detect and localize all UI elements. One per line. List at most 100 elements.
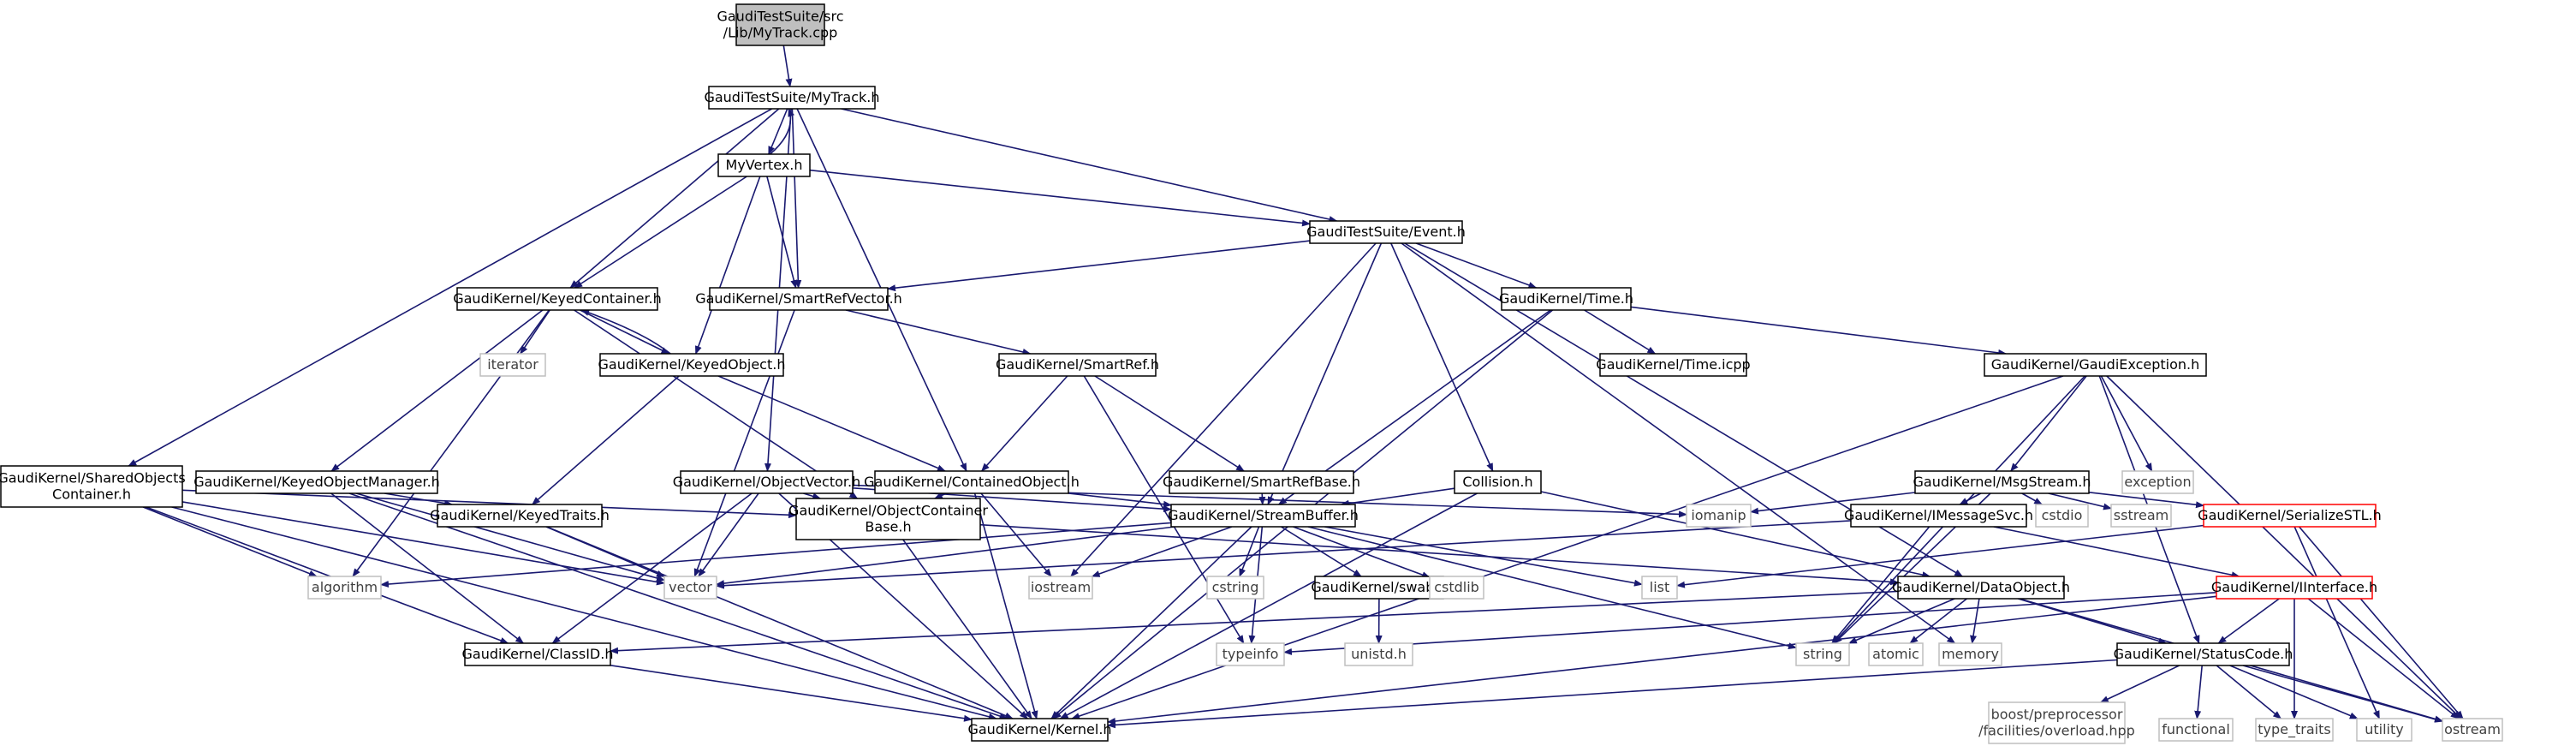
edge-mytrack-to-keyedcontainer bbox=[569, 108, 780, 289]
node-event[interactable]: GaudiTestSuite/Event.h bbox=[1306, 220, 1466, 244]
node-box bbox=[1868, 642, 1924, 666]
node-box bbox=[195, 470, 438, 494]
edge-event-to-time bbox=[1415, 242, 1538, 289]
node-imessagesvc[interactable]: GaudiKernel/IMessageSvc.h bbox=[1844, 504, 2033, 528]
edge-myvertex-to-smartrefvector bbox=[766, 176, 798, 289]
node-box bbox=[1344, 642, 1413, 666]
node-gaudiexception[interactable]: GaudiKernel/GaudiException.h bbox=[1984, 353, 2207, 377]
node-box bbox=[1641, 576, 1678, 600]
node-box bbox=[735, 3, 825, 46]
edge-myvertex-to-mytrack bbox=[769, 108, 795, 155]
node-box bbox=[708, 86, 876, 110]
edge-src-to-mytrack bbox=[782, 45, 793, 87]
node-keyedobject[interactable]: GaudiKernel/KeyedObject.h bbox=[598, 353, 786, 377]
edge-msgstream-to-serializestl bbox=[2088, 492, 2204, 509]
edge-keyedobject-to-containedobject bbox=[717, 375, 946, 472]
node-box bbox=[307, 576, 382, 600]
node-msgstream[interactable]: GaudiKernel/MsgStream.h bbox=[1913, 470, 2091, 494]
edge-statuscode-to-boostpp bbox=[2099, 665, 2180, 703]
edge-serializestl-to-ostream bbox=[2298, 526, 2464, 719]
node-label: list bbox=[1650, 579, 1670, 595]
edge-streambuffer-to-cstdlib bbox=[1293, 526, 1431, 579]
edge-objectvector-to-vector bbox=[698, 492, 759, 577]
edge-iinterface-to-kernel bbox=[1107, 595, 2217, 725]
node-label: vector bbox=[669, 579, 712, 595]
node-src[interactable]: GaudiTestSuite/src/Lib/MyTrack.cpp bbox=[717, 3, 844, 46]
node-label: exception bbox=[2124, 474, 2191, 490]
node-myvertex[interactable]: MyVertex.h bbox=[717, 153, 811, 177]
node-time[interactable]: GaudiKernel/Time.h bbox=[1499, 287, 1633, 311]
node-objectvector[interactable]: GaudiKernel/ObjectVector.h bbox=[673, 470, 860, 494]
node-box bbox=[1897, 576, 2065, 600]
node-box bbox=[1429, 576, 1484, 600]
node-label: string bbox=[1803, 646, 1842, 662]
node-smartref[interactable]: GaudiKernel/SmartRef.h bbox=[996, 353, 1159, 377]
node-timeicpp[interactable]: GaudiKernel/Time.icpp bbox=[1596, 353, 1751, 377]
node-iostream: iostream bbox=[1028, 576, 1093, 600]
node-label: Collision.h bbox=[1462, 474, 1532, 490]
edge-iinterface-to-typeinfo bbox=[1283, 592, 2217, 655]
node-label: GaudiKernel/Time.icpp bbox=[1596, 356, 1750, 373]
node-label: GaudiTestSuite/Event.h bbox=[1306, 224, 1466, 240]
node-box bbox=[0, 465, 183, 508]
node-label: cstdio bbox=[2042, 507, 2083, 523]
edge-classid-to-kernel bbox=[610, 665, 973, 722]
edge-msgstream-to-sstream bbox=[2048, 492, 2112, 510]
node-label: GaudiKernel/IInterface.h bbox=[2211, 579, 2377, 595]
edge-mytrack-to-event bbox=[841, 108, 1338, 223]
edge-smartrefbase-to-streambuffer bbox=[1258, 492, 1266, 505]
node-serializestl[interactable]: GaudiKernel/SerializeSTL.h bbox=[2198, 504, 2382, 528]
node-dataobject[interactable]: GaudiKernel/DataObject.h bbox=[1892, 576, 2070, 600]
node-functional: functional bbox=[2158, 718, 2234, 742]
edge-containedobject-to-kernel bbox=[973, 492, 1038, 719]
node-keyedobjectmanager[interactable]: GaudiKernel/KeyedObjectManager.h bbox=[193, 470, 440, 494]
node-classid[interactable]: GaudiKernel/ClassID.h bbox=[462, 642, 614, 666]
node-cstdio: cstdio bbox=[2035, 504, 2089, 528]
node-box bbox=[1686, 504, 1752, 528]
edge-statuscode-to-ostream bbox=[2242, 665, 2443, 723]
node-label: GaudiKernel/KeyedContainer.h bbox=[453, 290, 662, 307]
node-smartrefbase[interactable]: GaudiKernel/SmartRefBase.h bbox=[1163, 470, 1360, 494]
node-streambuffer[interactable]: GaudiKernel/StreamBuffer.h bbox=[1168, 504, 1359, 528]
node-sstream: sstream bbox=[2110, 504, 2172, 528]
node-box bbox=[1850, 504, 2027, 528]
node-label: unistd.h bbox=[1351, 646, 1407, 662]
edge-gaudiexception-to-msgstream bbox=[2010, 375, 2087, 472]
node-iinterface[interactable]: GaudiKernel/IInterface.h bbox=[2211, 576, 2377, 600]
node-label: atomic bbox=[1872, 646, 1919, 662]
edge-objectcontainerbase-to-dataobject bbox=[979, 523, 1899, 586]
edge-event-to-smartrefvector bbox=[887, 240, 1311, 292]
edge-sharedobjects-to-algorithm bbox=[142, 506, 318, 577]
node-label: GaudiKernel/MsgStream.h bbox=[1913, 474, 2091, 490]
edge-gaudiexception-to-kernel bbox=[1071, 375, 2064, 719]
node-kernel[interactable]: GaudiKernel/Kernel.h bbox=[967, 718, 1112, 742]
node-label: GaudiKernel/ObjectVector.h bbox=[673, 474, 860, 490]
edge-statuscode-to-type_traits bbox=[2216, 665, 2282, 719]
node-label: boost/preprocessor bbox=[1991, 707, 2123, 723]
edge-smartrefvector-to-vector bbox=[693, 309, 795, 577]
node-containedobject[interactable]: GaudiKernel/ContainedObject.h bbox=[864, 470, 1080, 494]
node-label: functional bbox=[2162, 721, 2230, 737]
node-label: GaudiKernel/ObjectContainer bbox=[788, 503, 988, 519]
node-smartrefvector[interactable]: GaudiKernel/SmartRefVector.h bbox=[695, 287, 902, 311]
edge-msgstream-to-cstdio bbox=[2021, 492, 2044, 505]
node-label: GaudiKernel/swab.h bbox=[1311, 579, 1447, 595]
edge-keyedcontainer-to-keyedobjectmanager bbox=[330, 309, 544, 472]
node-keyedcontainer[interactable]: GaudiKernel/KeyedContainer.h bbox=[453, 287, 662, 311]
node-collision[interactable]: Collision.h bbox=[1454, 470, 1542, 494]
edge-keyedcontainer-to-keyedobject bbox=[580, 309, 670, 355]
node-label: iostream bbox=[1031, 579, 1091, 595]
node-keyedtraits[interactable]: GaudiKernel/KeyedTraits.h bbox=[430, 504, 610, 528]
node-statuscode[interactable]: GaudiKernel/StatusCode.h bbox=[2114, 642, 2293, 666]
edge-statuscode-to-functional bbox=[2194, 665, 2203, 719]
node-box bbox=[1599, 353, 1747, 377]
edge-smartref-to-smartrefbase bbox=[1094, 375, 1245, 472]
node-swab[interactable]: GaudiKernel/swab.h bbox=[1311, 576, 1448, 600]
node-label: typeinfo bbox=[1223, 646, 1279, 662]
node-atomic: atomic bbox=[1868, 642, 1924, 666]
node-mytrack[interactable]: GaudiTestSuite/MyTrack.h bbox=[704, 86, 880, 110]
node-label: GaudiTestSuite/MyTrack.h bbox=[704, 89, 879, 105]
